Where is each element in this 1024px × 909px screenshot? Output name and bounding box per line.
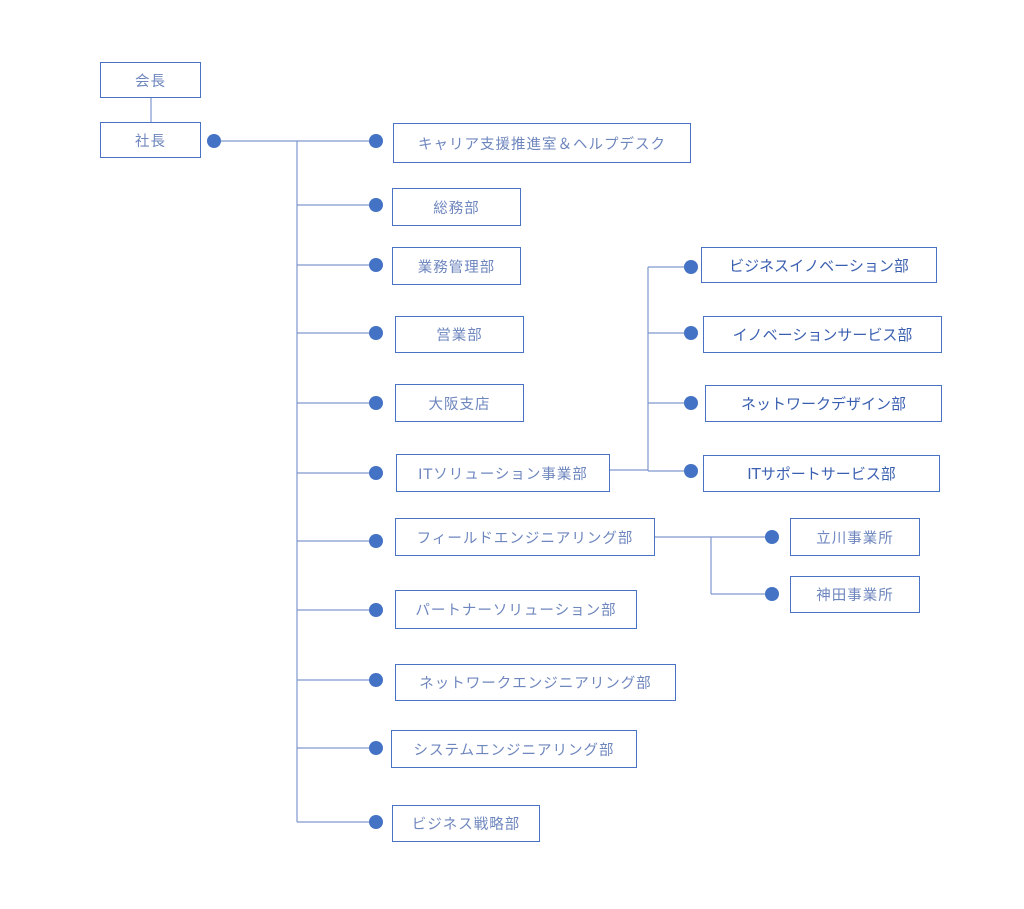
- connector-dot: [369, 815, 383, 829]
- office-label: 神田事業所: [816, 588, 894, 604]
- connector-dot: [369, 534, 383, 548]
- it-unit-label: ビジネスイノベーション部: [729, 256, 909, 275]
- department-box: ネットワークエンジニアリング部: [395, 664, 676, 701]
- connector-dot: [765, 530, 779, 544]
- connector-dot: [369, 396, 383, 410]
- connector-dot: [369, 466, 383, 480]
- president-label: 社長: [135, 133, 166, 150]
- department-box: システムエンジニアリング部: [391, 730, 637, 768]
- connector-dot: [369, 198, 383, 212]
- connector-dot: [369, 741, 383, 755]
- it-unit-label: ITサポートサービス部: [747, 465, 896, 483]
- department-box: 総務部: [392, 188, 521, 226]
- department-label: 業務管理部: [417, 259, 496, 276]
- connector-dot: [684, 396, 698, 410]
- president-connector-dot: [207, 134, 221, 148]
- department-box: 営業部: [395, 316, 524, 353]
- department-box: フィールドエンジニアリング部: [395, 518, 655, 556]
- connector-dot: [684, 260, 698, 274]
- department-label: キャリア支援推進室＆ヘルプデスク: [418, 136, 666, 153]
- it-unit-box: イノベーションサービス部: [703, 316, 942, 353]
- department-box: キャリア支援推進室＆ヘルプデスク: [393, 123, 691, 163]
- it-unit-box: ITサポートサービス部: [703, 455, 940, 492]
- president-box: 社長: [100, 122, 201, 158]
- it-unit-label: イノベーションサービス部: [732, 326, 913, 344]
- department-box: ビジネス戦略部: [392, 805, 540, 842]
- department-box: 業務管理部: [392, 247, 521, 285]
- it-unit-label: ネットワークデザイン部: [740, 395, 906, 413]
- department-label: パートナーソリューション部: [415, 603, 617, 619]
- office-box: 立川事業所: [790, 518, 920, 556]
- connector-dot: [369, 258, 383, 272]
- connector-dot: [369, 673, 383, 687]
- connector-dot: [765, 587, 779, 601]
- department-label: ビジネス戦略部: [411, 817, 521, 833]
- department-box: ITソリューション事業部: [396, 454, 610, 492]
- it-unit-box: ネットワークデザイン部: [705, 385, 942, 422]
- office-label: 立川事業所: [816, 530, 894, 547]
- it-unit-box: ビジネスイノベーション部: [701, 247, 937, 283]
- department-label: 営業部: [436, 328, 483, 344]
- connector-dot: [369, 326, 383, 340]
- department-label: システムエンジニアリング部: [413, 742, 615, 759]
- department-label: 総務部: [433, 200, 480, 217]
- connector-dot: [369, 603, 383, 617]
- connector-dot: [684, 326, 698, 340]
- department-label: 大阪支店: [428, 396, 491, 413]
- department-box: 大阪支店: [395, 384, 524, 422]
- connector-dot: [684, 464, 698, 478]
- department-label: ネットワークエンジニアリング部: [419, 676, 652, 692]
- connector-dot: [369, 134, 383, 148]
- department-label: フィールドエンジニアリング部: [416, 530, 634, 547]
- department-box: パートナーソリューション部: [395, 590, 637, 629]
- chairman-box: 会長: [100, 62, 201, 98]
- chairman-label: 会長: [135, 73, 166, 90]
- office-box: 神田事業所: [790, 576, 920, 613]
- department-label: ITソリューション事業部: [418, 466, 588, 483]
